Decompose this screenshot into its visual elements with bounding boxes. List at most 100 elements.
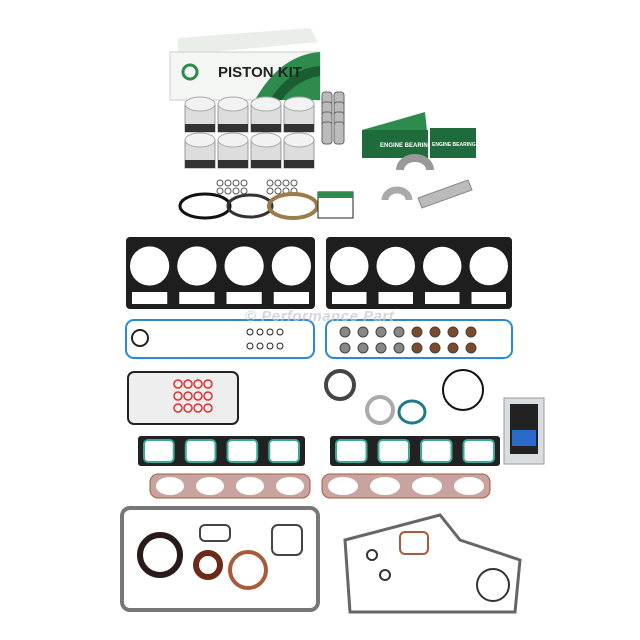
wrist-pin xyxy=(333,121,345,145)
piston-lock xyxy=(274,187,282,195)
piston-crown xyxy=(184,96,216,112)
piston-lock xyxy=(274,179,282,187)
gasket-cutout xyxy=(332,292,367,304)
exhaust-manifold-gaskets xyxy=(149,473,491,499)
exhaust-port xyxy=(196,477,224,495)
o-ring xyxy=(183,403,193,413)
o-ring xyxy=(276,328,284,336)
piston-crown xyxy=(250,96,282,112)
gasket-cutout xyxy=(179,292,215,304)
head-gasket xyxy=(126,237,315,309)
piston-crown xyxy=(283,132,315,148)
piston-lock xyxy=(232,179,240,187)
o-ring xyxy=(246,328,254,336)
piston-crown xyxy=(283,96,315,112)
valve-stem-seal xyxy=(357,326,369,338)
valve-stem-seal xyxy=(465,342,477,354)
o-ring xyxy=(193,403,203,413)
intake-port xyxy=(226,439,259,463)
cylinder-bore xyxy=(130,246,170,286)
o-ring xyxy=(256,342,264,350)
head-gaskets xyxy=(126,237,512,309)
piston-skirt xyxy=(251,124,281,132)
valve-stem-seal xyxy=(375,326,387,338)
bearing-box-label: ENGINE BEARINGS xyxy=(432,142,480,148)
cylinder-bore xyxy=(177,246,217,286)
o-ring xyxy=(246,342,254,350)
gasket-cutout xyxy=(132,292,168,304)
gasket-cutout xyxy=(273,292,309,304)
piston-locks xyxy=(216,179,298,195)
piston-kit-label: PISTON KIT xyxy=(218,64,302,81)
intake-port xyxy=(268,439,300,463)
piston-crown xyxy=(184,132,216,148)
intake-gasket xyxy=(138,436,305,466)
o-ring xyxy=(193,379,203,389)
exhaust-port xyxy=(156,477,184,495)
cylinder-bore xyxy=(271,246,311,286)
piston-lock xyxy=(266,179,274,187)
exhaust-port xyxy=(236,477,264,495)
o-ring xyxy=(203,379,213,389)
o-ring xyxy=(203,403,213,413)
valve-stem-seal xyxy=(465,326,477,338)
piston-crown xyxy=(217,132,249,148)
exhaust-gasket xyxy=(321,473,491,499)
exhaust-port xyxy=(370,477,400,495)
intake-port xyxy=(184,439,217,463)
intake-manifold-gaskets xyxy=(138,436,500,466)
piston-lock xyxy=(290,179,298,187)
exhaust-gasket xyxy=(149,473,311,499)
piston-lock xyxy=(282,179,290,187)
oil-pan-gasket xyxy=(120,506,320,612)
intake-gasket xyxy=(330,436,500,466)
valve-stem-seal xyxy=(375,342,387,354)
piston-skirt xyxy=(218,124,248,132)
piston-kit-box: PISTON KIT xyxy=(169,28,321,101)
valve-stem-seal xyxy=(339,342,351,354)
valve-stem-seal xyxy=(339,326,351,338)
o-ring xyxy=(183,379,193,389)
o-ring xyxy=(193,391,203,401)
piston-skirt xyxy=(185,160,215,168)
gasket-cutout xyxy=(378,292,413,304)
valve-stem-seal xyxy=(447,326,459,338)
pistons xyxy=(184,96,315,169)
wrist-pins xyxy=(321,91,345,145)
piston-skirt xyxy=(251,160,281,168)
piston-skirt xyxy=(185,124,215,132)
valve-stem-seal xyxy=(357,342,369,354)
o-ring xyxy=(266,328,274,336)
exhaust-port xyxy=(454,477,484,495)
valley-gasket xyxy=(127,369,484,425)
intake-port xyxy=(420,439,453,463)
o-ring xyxy=(173,379,183,389)
piston-rings xyxy=(178,191,354,220)
valve-stem-seal xyxy=(393,326,405,338)
piston-lock xyxy=(224,187,232,195)
o-ring xyxy=(203,391,213,401)
piston-crown xyxy=(217,96,249,112)
gasket-cutout xyxy=(226,292,262,304)
valve-stem-seal xyxy=(411,342,423,354)
exhaust-port xyxy=(328,477,358,495)
o-ring xyxy=(256,328,264,336)
intake-port xyxy=(143,439,175,463)
cylinder-bore xyxy=(330,246,369,286)
wrist-pin xyxy=(321,121,333,145)
o-ring xyxy=(173,391,183,401)
cylinder-bore xyxy=(469,246,508,286)
valve-stem-seal xyxy=(447,342,459,354)
o-ring xyxy=(173,403,183,413)
o-ring xyxy=(183,391,193,401)
piston-lock xyxy=(216,179,224,187)
exhaust-port xyxy=(412,477,442,495)
piston-lock xyxy=(240,179,248,187)
piston-skirt xyxy=(284,160,314,168)
intake-port xyxy=(335,439,368,463)
cylinder-bore xyxy=(376,246,415,286)
o-ring xyxy=(266,342,274,350)
intake-port xyxy=(462,439,495,463)
valve-stem-seal xyxy=(429,342,441,354)
